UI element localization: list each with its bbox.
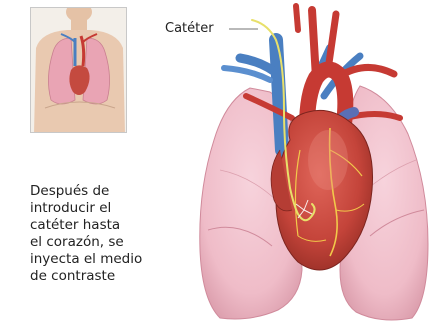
torso-illustration	[31, 8, 127, 133]
caption-line: introducir el	[30, 200, 180, 217]
caption: Después de introducir el catéter hasta e…	[30, 183, 180, 285]
caption-line: Después de	[30, 183, 180, 200]
torso-thumbnail	[30, 7, 127, 133]
caption-line: inyecta el medio	[30, 251, 180, 268]
heart-lungs-illustration	[180, 0, 431, 324]
caption-line: de contraste	[30, 268, 180, 285]
caption-line: el corazón, se	[30, 234, 180, 251]
caption-line: catéter hasta	[30, 217, 180, 234]
